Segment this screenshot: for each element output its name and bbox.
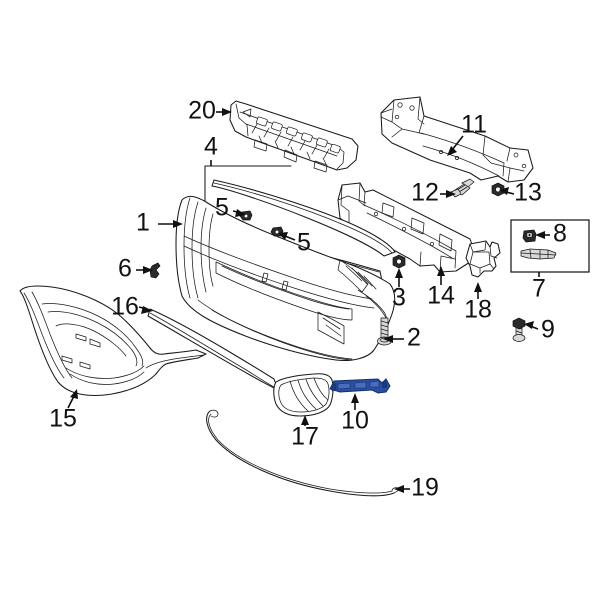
callout-number-4[interactable]: 4 (204, 133, 218, 161)
leader-6 (136, 266, 153, 274)
callout-number-9[interactable]: 9 (541, 316, 555, 344)
callout-number-3[interactable]: 3 (392, 284, 406, 312)
callout-number-10[interactable]: 10 (341, 407, 369, 435)
part-11-reinforcement-beam[interactable] (380, 96, 534, 183)
part-15-grille-surround[interactable] (19, 285, 207, 397)
callout-number-12[interactable]: 12 (411, 179, 439, 207)
part-17-fog-lamp-cover[interactable] (273, 373, 334, 417)
leader-5-left (232, 209, 246, 217)
part-3-nut[interactable] (392, 254, 406, 269)
callout-number-1[interactable]: 1 (136, 209, 150, 237)
leader-8 (535, 231, 550, 239)
leader-17 (301, 415, 309, 426)
callout-number-8[interactable]: 8 (553, 220, 567, 248)
leader-5-right (278, 232, 296, 241)
leader-20 (216, 108, 232, 116)
callout-number-18[interactable]: 18 (464, 296, 492, 324)
leader-16 (138, 306, 153, 314)
part-8-clip[interactable] (522, 229, 537, 243)
leader-1 (158, 220, 183, 228)
part-10-fog-lamp-bezel-bracket[interactable] (329, 378, 391, 394)
leader-3 (395, 268, 403, 287)
callout-number-2[interactable]: 2 (407, 324, 421, 352)
callout-number-16[interactable]: 16 (111, 293, 139, 321)
part-18-side-bracket[interactable] (465, 240, 501, 278)
leader-11 (447, 135, 464, 156)
leader-15 (67, 389, 78, 409)
part-1-bumper-cover[interactable] (175, 195, 396, 361)
callout-number-11[interactable]: 11 (461, 111, 487, 139)
inset-clip-long (520, 248, 557, 260)
callout-number-19[interactable]: 19 (411, 474, 439, 502)
leader-9 (524, 321, 539, 330)
part-6-retainer-bracket[interactable] (149, 262, 161, 279)
part-14-energy-absorber[interactable] (337, 182, 475, 273)
leader-19 (394, 485, 410, 493)
callout-number-7[interactable]: 7 (532, 275, 546, 303)
part-7-inset-hardware-box[interactable] (510, 219, 590, 273)
callout-number-20[interactable]: 20 (188, 97, 216, 125)
callout-number-13[interactable]: 13 (514, 179, 542, 207)
leader-2 (383, 335, 404, 343)
leader-18 (474, 282, 482, 299)
callout-number-5-right[interactable]: 5 (297, 229, 311, 257)
leader-12 (440, 190, 456, 198)
leader-10 (351, 393, 359, 410)
callout-number-15[interactable]: 15 (49, 405, 77, 433)
part-9-bolt[interactable] (512, 317, 526, 342)
callout-number-5-left[interactable]: 5 (215, 194, 229, 222)
leader-14 (437, 266, 445, 285)
callout-number-14[interactable]: 14 (427, 282, 455, 310)
leader-13 (499, 187, 515, 195)
callout-number-6[interactable]: 6 (118, 255, 132, 283)
part-20-upper-radiator-support-cover[interactable] (229, 100, 359, 173)
callout-number-17[interactable]: 17 (291, 423, 319, 451)
